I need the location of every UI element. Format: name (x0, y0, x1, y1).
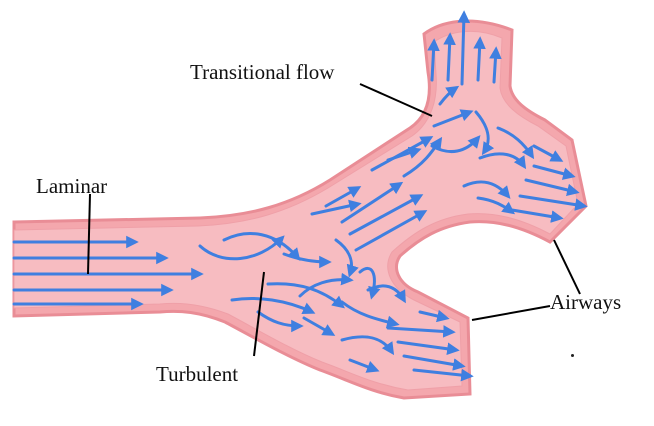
upper-branch-arrow (462, 14, 464, 84)
upper-branch-arrow (448, 36, 450, 80)
airways-label: Airways (550, 292, 621, 313)
airways-pointer-upper (554, 240, 580, 294)
transitional-pointer (360, 84, 432, 116)
upper-branch-arrow (478, 40, 480, 80)
laminar-label: Laminar (36, 176, 107, 197)
airways-pointer-lower (472, 306, 550, 320)
transitional-flow-label: Transitional flow (190, 62, 334, 83)
turbulent-label: Turbulent (156, 364, 238, 385)
upper-branch-arrow (494, 50, 496, 82)
airway-lumen (14, 31, 578, 390)
stray-dot (571, 354, 574, 357)
upper-branch-arrow (432, 42, 434, 80)
